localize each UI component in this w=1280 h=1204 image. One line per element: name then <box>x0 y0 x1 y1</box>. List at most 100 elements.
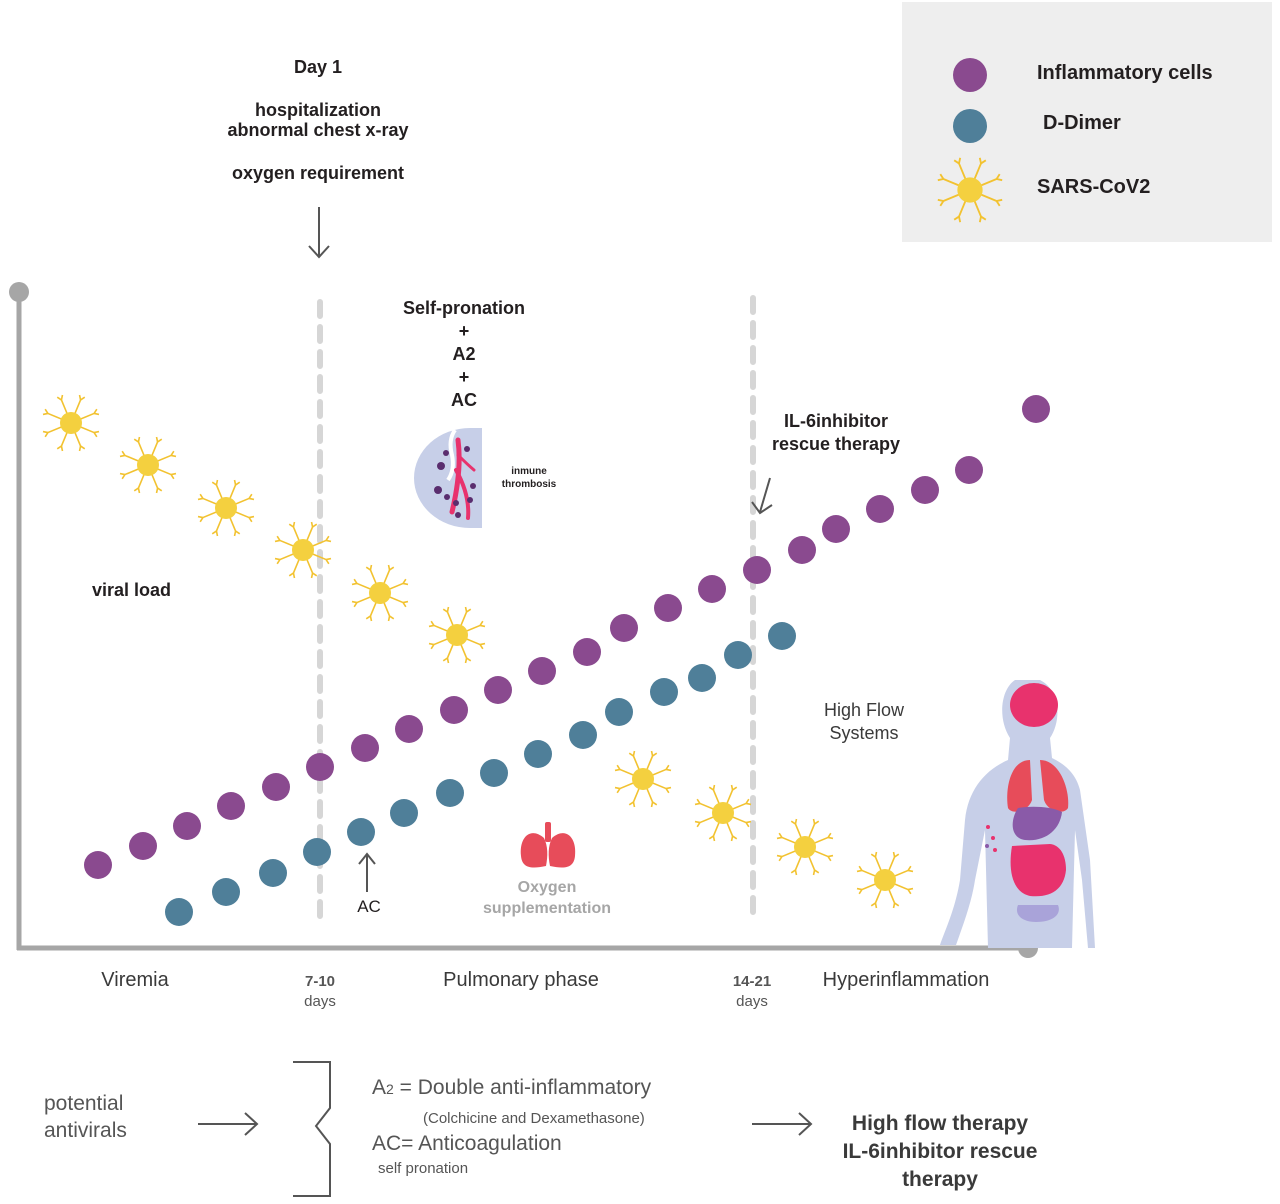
ddimer-dot <box>768 622 796 650</box>
sars-cov2-virus-icon <box>428 606 486 664</box>
inflammatory-cell-dot <box>610 614 638 642</box>
inflammatory-cell-dot <box>955 456 983 484</box>
inflammatory-cell-dot <box>822 515 850 543</box>
phase-hyperinflammation: Hyperinflammation <box>822 969 990 991</box>
inflammatory-cell-dot <box>262 773 290 801</box>
phase-day7: 7-10 <box>304 973 336 990</box>
inflammatory-cell-dot <box>395 715 423 743</box>
inflammatory-cell-dot <box>743 556 771 584</box>
legend-ddimer-label: D-Dimer <box>1043 112 1121 134</box>
inflammatory-cell-dot <box>1022 395 1050 423</box>
phase-boundary-14-21: 14-21 days <box>733 972 771 1012</box>
legend-ddimer-dot <box>953 109 987 143</box>
day1-annotation: Day 1 hospitalization abnormal chest x-r… <box>227 57 408 184</box>
ddimer-dot <box>524 740 552 768</box>
inflammatory-cell-dot <box>528 657 556 685</box>
inflammatory-cell-dot <box>306 753 334 781</box>
sars-cov2-virus-icon <box>274 521 332 579</box>
inflammatory-cell-dot <box>788 536 816 564</box>
legend-inflammatory-label: Inflammatory cells <box>1037 62 1213 84</box>
ddimer-dot <box>347 818 375 846</box>
legend-virus-label: SARS-CoV2 <box>1037 176 1151 198</box>
sars-cov2-virus-icon <box>42 394 100 452</box>
human-body-icon <box>940 680 1095 948</box>
ddimer-dot <box>436 779 464 807</box>
treatment-ac: AC <box>451 390 477 410</box>
legend-inflammatory-dot <box>953 58 987 92</box>
day1-title: Day 1 <box>293 57 343 77</box>
high-flow-therapy-label: High flow therapy IL-6inhibitor rescue t… <box>843 1110 1038 1194</box>
thrombosis-icon <box>414 428 482 528</box>
ac-marker-label: AC <box>357 897 381 916</box>
thrombosis-label: inmune thrombosis <box>502 465 556 491</box>
ddimer-dot <box>688 664 716 692</box>
ddimer-dot <box>259 859 287 887</box>
sars-cov2-virus-icon <box>856 851 914 909</box>
day1-hospitalization: hospitalization <box>254 99 381 120</box>
cell-dots <box>84 58 1050 926</box>
inflammatory-cell-dot <box>440 696 468 724</box>
y-axis-end-marker <box>9 282 29 302</box>
ddimer-dot <box>650 678 678 706</box>
inflammatory-cell-dot <box>654 594 682 622</box>
legend-virus-icon <box>937 157 1003 223</box>
sars-cov2-virus-icon <box>119 436 177 494</box>
thrombosis-line2: thrombosis <box>501 479 557 490</box>
hf-line3: therapy <box>902 1168 978 1191</box>
il6-line2: rescue therapy <box>771 434 901 454</box>
phase-pulmonary: Pulmonary phase <box>443 969 599 991</box>
treatment-a2: A2 <box>452 344 476 364</box>
inflammatory-cell-dot <box>84 851 112 879</box>
oxygen-line1: Oxygen <box>517 879 577 896</box>
sars-cov2-virus-icon <box>197 479 255 537</box>
a2-definition: A2 = Double anti-inflammatory <box>372 1076 651 1100</box>
inflammatory-cell-dot <box>173 812 201 840</box>
treatment-bracket <box>293 1061 331 1197</box>
ddimer-dot <box>724 641 752 669</box>
sars-cov2-virus-icon <box>614 750 672 808</box>
ddimer-dot <box>303 838 331 866</box>
sars-cov2-virus-icon <box>776 818 834 876</box>
ddimer-dot <box>165 898 193 926</box>
ac-detail: self pronation <box>378 1160 469 1177</box>
virus-icons <box>42 157 1003 909</box>
a2-subscript: 2 <box>386 1081 394 1097</box>
ddimer-dot <box>569 721 597 749</box>
high-flow-line1: High Flow <box>823 700 905 720</box>
ddimer-dot <box>480 759 508 787</box>
sars-cov2-virus-icon <box>351 564 409 622</box>
day1-chest-xray: abnormal chest x-ray <box>227 120 409 141</box>
ddimer-dot <box>212 878 240 906</box>
ddimer-dot <box>605 698 633 726</box>
antivirals-line2: antivirals <box>44 1119 127 1142</box>
oxygen-supplementation-label: Oxygen supplementation <box>483 877 611 919</box>
a2-detail: (Colchicine and Dexamethasone) <box>423 1110 645 1127</box>
day1-arrow <box>308 207 330 259</box>
il6-annotation: IL-6inhibitor rescue therapy <box>772 410 900 456</box>
a2-prefix: A <box>372 1076 387 1099</box>
potential-antivirals-label: potential antivirals <box>44 1090 127 1144</box>
lungs-icon <box>520 822 576 868</box>
hf-line2: IL-6inhibitor rescue <box>842 1140 1038 1163</box>
phase-viremia: Viremia <box>101 969 169 991</box>
inflammatory-cell-dot <box>698 575 726 603</box>
il6-line1: IL-6inhibitor <box>784 411 888 431</box>
high-flow-systems-label: High Flow Systems <box>824 699 904 745</box>
inflammatory-cell-dot <box>573 638 601 666</box>
high-flow-line2: Systems <box>829 723 899 743</box>
inflammatory-cell-dot <box>217 792 245 820</box>
treatment-plus-2: + <box>458 367 470 387</box>
viral-load-label: viral load <box>92 580 172 600</box>
high-flow-arrow <box>752 1112 813 1136</box>
treatment-annotation: Self-pronation + A2 + AC <box>403 297 525 412</box>
treatment-self-pronation: Self-pronation <box>403 298 525 318</box>
thrombosis-line1: inmune <box>511 466 547 477</box>
phase-day14: 14-21 <box>732 973 772 990</box>
phase-day7-unit: days <box>304 993 336 1010</box>
day1-oxygen: oxygen requirement <box>231 163 405 184</box>
treatment-plus-1: + <box>458 321 470 341</box>
ddimer-dot <box>390 799 418 827</box>
phase-boundary-7-10: 7-10 days <box>304 972 336 1012</box>
